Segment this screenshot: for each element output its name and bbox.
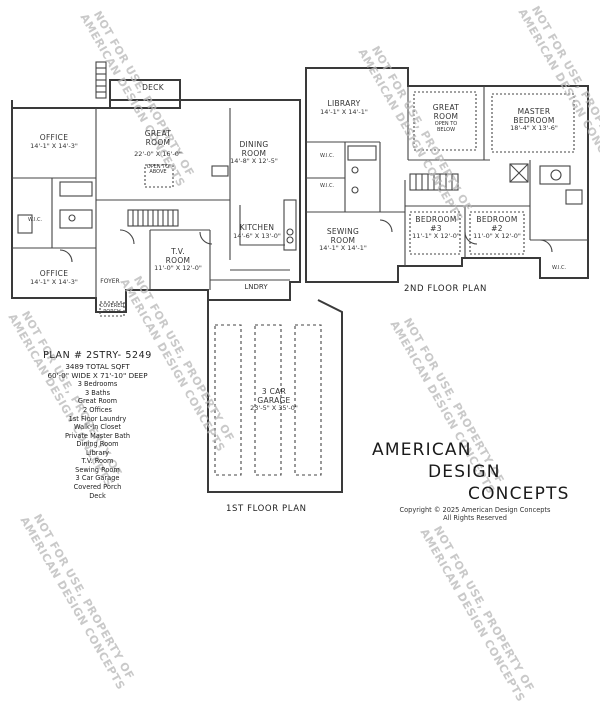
- library-label: LIBRARY 14'-1" X 14'-1": [320, 99, 368, 116]
- bedroom3-label: BEDROOM #3 11'-1" X 12'-0": [412, 215, 460, 241]
- feature-item: 3 Car Garage: [75, 474, 120, 483]
- foyer-label: FOYER: [100, 278, 120, 285]
- copyright: Copyright © 2025 American Design Concept…: [399, 506, 551, 523]
- second-floor-title: 2ND FLOOR PLAN: [404, 284, 487, 294]
- office-top-label: OFFICE 14'-1" X 14'-3": [30, 133, 78, 150]
- plan-number: PLAN # 2STRY- 5249: [43, 350, 152, 361]
- wic-second-top: W.I.C.: [319, 153, 335, 159]
- office-bottom-label: OFFICE 14'-1" X 14'-3": [30, 269, 78, 286]
- feature-item: Sewing Room: [75, 465, 120, 474]
- laundry-label: LNDRY: [244, 283, 268, 291]
- great-room-label: GREAT ROOM 22'-0" X 16'-0" OPEN TO ABOVE: [134, 129, 182, 176]
- wic-second-bottom: W.I.C.: [319, 183, 335, 189]
- total-sqft: 3489 TOTAL SQFT: [65, 362, 130, 371]
- deck-outline: [109, 79, 181, 109]
- feature-item: 3 Baths: [84, 388, 111, 397]
- kitchen-label: KITCHEN 14'-6" X 13'-0": [233, 223, 281, 240]
- feature-item: Private Master Bath: [64, 431, 131, 440]
- plan-info: PLAN # 2STRY- 5249 3489 TOTAL SQFT 60'-0…: [40, 350, 155, 500]
- plan-dimensions: 60'-0" WIDE X 71'-10" DEEP: [47, 370, 148, 380]
- feature-item: Deck: [89, 491, 106, 500]
- garage-label: 3 CAR GARAGE 23'-5" X 35'-0": [250, 387, 298, 413]
- feature-item: T.V. Room: [81, 457, 114, 466]
- feature-item: 3 Bedrooms: [77, 380, 118, 389]
- feature-item: Covered Porch: [73, 483, 122, 492]
- feature-item: Great Room: [77, 397, 118, 406]
- wic-master: W.I.C.: [551, 265, 567, 271]
- bedroom2-label: BEDROOM #2 11'-0" X 12'-0": [473, 215, 521, 241]
- floor-plan-drawing: [11, 61, 589, 493]
- brand-line-1: AMERICAN: [372, 440, 472, 460]
- dining-room-label: DINING ROOM 14'-8" X 12'-5": [230, 140, 278, 166]
- feature-item: Library: [85, 448, 110, 457]
- first-floor-title: 1ST FLOOR PLAN: [226, 504, 307, 514]
- tv-room-label: T.V. ROOM 11'-0" X 12'-0": [154, 247, 202, 273]
- brand-line-2: DESIGN: [428, 462, 501, 482]
- covered-porch-label: COVERED PORCH: [99, 303, 125, 315]
- deck-label: DECK: [142, 83, 164, 92]
- garage-outline: [207, 299, 343, 493]
- sewing-room-label: SEWING ROOM 14'-1" X 14'-1": [319, 227, 367, 253]
- feature-item: 2 Offices: [83, 405, 112, 414]
- feature-item: Walk-In Closet: [74, 423, 121, 432]
- brand-line-3: CONCEPTS: [468, 484, 570, 504]
- feature-item: 1st Floor Laundry: [68, 414, 127, 423]
- wic-first-floor: W.I.C.: [27, 217, 43, 223]
- feature-item: Dining Room: [76, 440, 119, 449]
- master-bedroom-label: MASTER BEDROOM 18'-4" X 13'-6": [510, 107, 558, 133]
- great-room-upper-label: GREAT ROOM OPEN TO BELOW: [432, 103, 460, 133]
